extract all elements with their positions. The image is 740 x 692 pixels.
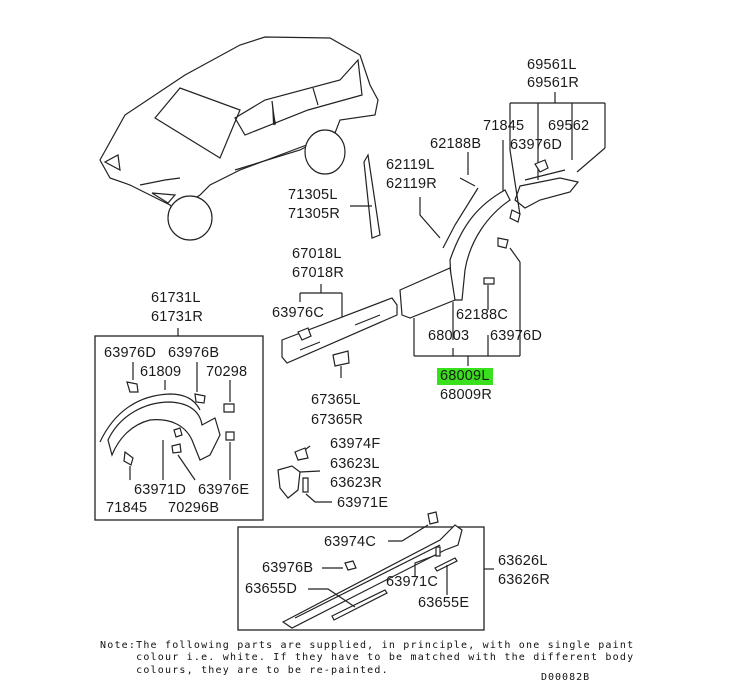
part-label-63971C[interactable]: 63971C — [386, 574, 438, 590]
part-label-63974C[interactable]: 63974C — [324, 534, 376, 550]
part-label-67365L[interactable]: 67365L — [311, 392, 361, 408]
part-label-67365R[interactable]: 67365R — [311, 412, 363, 428]
part-label-63976D-front[interactable]: 63976D — [490, 328, 542, 344]
part-label-61731R[interactable]: 61731R — [151, 309, 203, 325]
part-label-71305L[interactable]: 71305L — [288, 187, 338, 203]
part-label-69561R[interactable]: 69561R — [527, 75, 579, 91]
part-62119-group — [419, 140, 504, 249]
part-68003-group — [399, 189, 521, 366]
part-label-63623L[interactable]: 63623L — [330, 456, 380, 472]
vehicle-illustration — [99, 36, 379, 241]
part-label-70296B[interactable]: 70296B — [168, 500, 220, 516]
part-label-70298[interactable]: 70298 — [206, 364, 248, 380]
part-label-63974F[interactable]: 63974F — [330, 436, 381, 452]
part-label-63976D[interactable]: 63976D — [510, 137, 562, 153]
part-label-68009R[interactable]: 68009R — [440, 387, 492, 403]
part-label-63626R[interactable]: 63626R — [498, 572, 550, 588]
part-label-63976B-sill[interactable]: 63976B — [262, 560, 314, 576]
part-label-62188C[interactable]: 62188C — [456, 307, 508, 323]
part-label-62119L[interactable]: 62119L — [386, 157, 435, 173]
part-63626-box — [237, 526, 485, 631]
part-label-63976E[interactable]: 63976E — [198, 482, 250, 498]
paint-note: Note:The following parts are supplied, i… — [100, 640, 635, 676]
part-label-71845[interactable]: 71845 — [483, 118, 525, 134]
part-63623-group — [277, 445, 332, 503]
part-label-63623R[interactable]: 63623R — [330, 475, 382, 491]
part-label-61809[interactable]: 61809 — [140, 364, 182, 380]
part-label-63971E[interactable]: 63971E — [337, 495, 389, 511]
part-label-69562[interactable]: 69562 — [548, 118, 590, 134]
part-61731-group — [99, 362, 235, 481]
part-label-61731L[interactable]: 61731L — [151, 290, 201, 306]
part-label-71845-box[interactable]: 71845 — [106, 500, 148, 516]
part-label-63655E[interactable]: 63655E — [418, 595, 470, 611]
part-61731-box — [94, 335, 264, 521]
part-label-67018L[interactable]: 67018L — [292, 246, 342, 262]
drawing-code: D00082B — [541, 672, 591, 683]
part-label-62119R[interactable]: 62119R — [386, 176, 437, 192]
part-label-68009L-highlighted[interactable]: 68009L — [437, 368, 493, 385]
part-69561-group — [509, 92, 606, 223]
part-label-63976D-box[interactable]: 63976D — [104, 345, 156, 361]
part-71305 — [363, 153, 381, 239]
part-label-69561L[interactable]: 69561L — [527, 57, 577, 73]
part-67018-group — [281, 284, 398, 378]
part-label-63976C[interactable]: 63976C — [272, 305, 324, 321]
part-label-63626L[interactable]: 63626L — [498, 553, 548, 569]
part-label-62188B[interactable]: 62188B — [430, 136, 482, 152]
part-label-68003[interactable]: 68003 — [428, 328, 470, 344]
part-label-63655D[interactable]: 63655D — [245, 581, 297, 597]
part-label-67018R[interactable]: 67018R — [292, 265, 344, 281]
part-label-63976B-box[interactable]: 63976B — [168, 345, 220, 361]
part-label-71305R[interactable]: 71305R — [288, 206, 340, 222]
part-63626-group — [281, 511, 463, 629]
part-label-63971D[interactable]: 63971D — [134, 482, 186, 498]
